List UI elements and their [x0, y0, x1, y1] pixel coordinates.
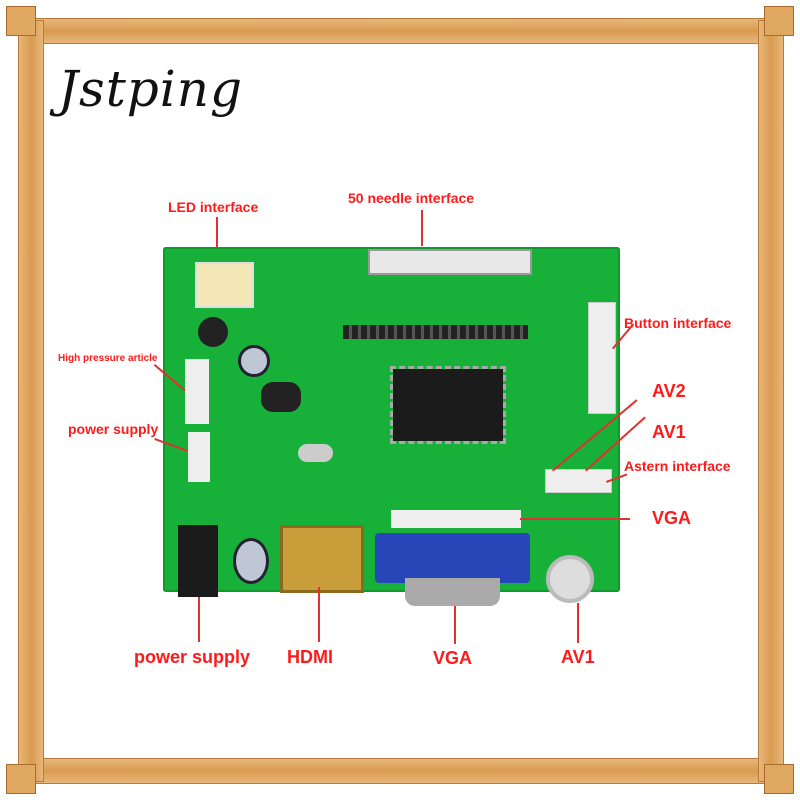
inductor: [198, 317, 228, 347]
frame-top: [20, 18, 782, 44]
label-button-interface: Button interface: [624, 315, 732, 331]
frame-left: [18, 20, 44, 782]
brand-logo: Jstping: [58, 60, 244, 118]
inductor: [261, 382, 301, 412]
av-connectors: [545, 469, 612, 493]
leader-line: [577, 603, 579, 643]
label-50-needle-interface: 50 needle interface: [348, 190, 475, 206]
leader-line: [454, 606, 456, 644]
frame-corner: [6, 6, 36, 36]
label-vga-bottom: VGA: [433, 648, 473, 668]
frame-right: [758, 20, 784, 782]
vga-header: [391, 510, 521, 528]
leader-line: [198, 597, 200, 642]
leader-line: [318, 587, 320, 642]
vga-port-shell: [405, 578, 500, 606]
pin-header: [343, 325, 528, 339]
capacitor: [238, 345, 270, 377]
power-connector: [188, 432, 210, 482]
label-vga-side: VGA: [652, 508, 692, 528]
frame-corner: [764, 6, 794, 36]
label-high-pressure-article: High pressure article: [58, 353, 158, 364]
label-led-interface: LED interface: [168, 199, 259, 215]
frame-corner: [6, 764, 36, 794]
label-av1-side: AV1: [652, 422, 686, 442]
label-av2: AV2: [652, 381, 686, 401]
frame-corner: [764, 764, 794, 794]
led-connector: [195, 262, 254, 308]
hdmi-port: [280, 525, 364, 593]
label-power-supply-bottom: power supply: [134, 647, 251, 667]
fpc-50pin-connector: [368, 249, 532, 275]
label-av1-bottom: AV1: [561, 647, 595, 667]
crystal: [298, 444, 333, 462]
label-hdmi: HDMI: [287, 647, 333, 667]
high-pressure-connector: [185, 359, 209, 424]
leader-line: [216, 217, 218, 247]
leader-line: [421, 210, 423, 246]
button-connector: [588, 302, 616, 414]
dc-power-jack: [178, 525, 218, 597]
frame-bottom: [20, 758, 782, 784]
leader-line: [520, 518, 630, 520]
av1-rca-jack: [546, 555, 594, 603]
vga-port: [375, 533, 530, 583]
label-astern-interface: Astern interface: [624, 458, 731, 474]
capacitor: [233, 538, 269, 584]
label-power-supply-side: power supply: [68, 421, 159, 437]
main-chip: [390, 366, 506, 444]
